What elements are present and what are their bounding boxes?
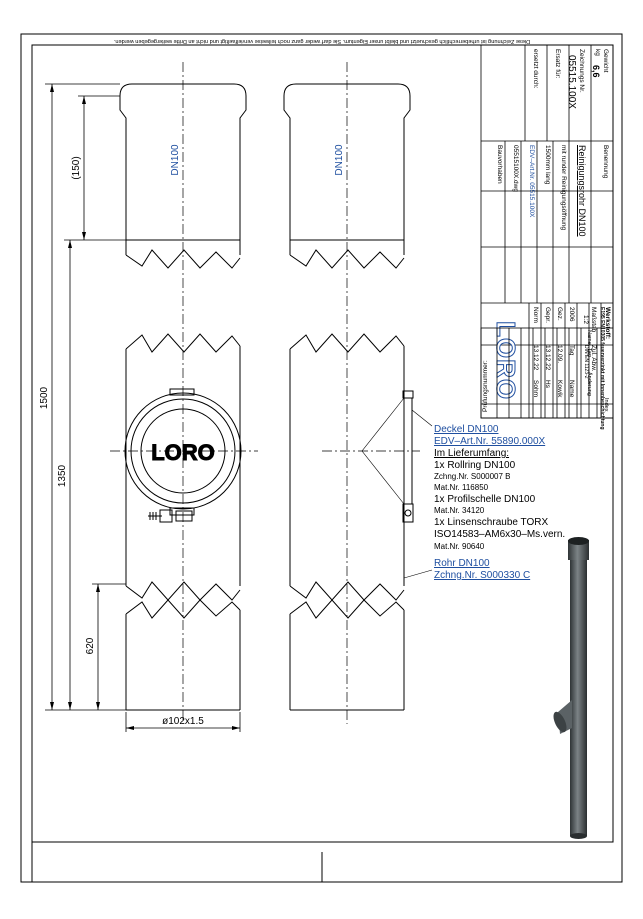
right-pipe-label: DN100 [334, 144, 345, 176]
gewicht-unit: kg [594, 49, 601, 56]
name-label: Name [568, 380, 575, 398]
title-block-text: Gewicht kg 6,6 Zeichnungs Nr. 05515.100X… [481, 45, 613, 430]
massstab-label: Maßstab [590, 307, 597, 333]
title-block-logo: LORO [491, 321, 522, 401]
row-name: Hs [544, 380, 551, 388]
row-role: Norm [532, 307, 539, 323]
pipe-3d-render [553, 537, 589, 839]
benennung-3: 1500mm lang [544, 145, 551, 185]
row-name: Sohm [532, 380, 539, 397]
callout-title: Deckel DN100 [434, 424, 499, 435]
left-pipe-label: DN100 [170, 144, 181, 176]
year: 2006 [568, 307, 575, 322]
callout-pipe-title: Rohr DN100 [434, 558, 490, 569]
aenderung-label: Änderung [586, 372, 592, 396]
index-label: Index [603, 398, 609, 412]
row-role: Gez. [556, 307, 563, 321]
copyright-notice: Diese Zeichnung ist urheberrechtlich ges… [113, 38, 530, 44]
drawing-frame [31, 44, 614, 843]
row-date: 13.12.22 [544, 345, 551, 371]
zeichnungs-nr-label: Zeichnungs Nr. [578, 49, 585, 93]
name-label-2: Name [586, 330, 592, 345]
callout-line: ISO14583–AM6x30–Ms.vern. [434, 529, 565, 540]
ersetzt-label: ersetzt durch: [532, 49, 539, 89]
callout-art-nr: EDV–Art.Nr. 55890.000X [434, 436, 546, 447]
zeichnungs-nr: 05515.100X [566, 55, 577, 109]
cover-logo: LORO [151, 440, 215, 465]
benennung-1: Reinigungsrohr DN100 [577, 145, 587, 237]
row-date: 13.12.22 [532, 345, 539, 371]
right-pipe-view [283, 83, 414, 711]
tag-label-2: Tag [586, 348, 592, 357]
massstab: 1:2 [582, 315, 589, 325]
callout-line: Zchng.Nr. S000007 B [434, 472, 511, 481]
gewicht-label: Gewicht [602, 49, 609, 73]
dim-total-length: 1500 [39, 386, 50, 409]
callout-line: 1x Linsenschraube TORX [434, 517, 548, 528]
callout-pipe-drawing: Zchng.Nr. S000330 C [434, 570, 530, 581]
bauvorhaben: Bauvorhaben [496, 145, 503, 184]
row-role: Gepr. [544, 307, 551, 323]
benennung-2: mit runder Reinigungsöffnung [560, 145, 567, 231]
row-name: Kowik [556, 380, 563, 398]
callout-line: 1x Rollring DN100 [434, 460, 516, 471]
callout-line: 1x Profilschelle DN100 [434, 494, 536, 505]
dim-1350: 1350 [57, 464, 68, 487]
dim-620: 620 [85, 637, 96, 654]
callout-scope-heading: Im Lieferumfang: [434, 448, 509, 459]
callout-line: Mat.Nr. 34120 [434, 506, 485, 515]
ersatz-label: Ersatz für: [554, 49, 561, 79]
row-date: 12.09. [556, 345, 563, 364]
pruefung-label: Prüfungsnummer: [482, 360, 489, 412]
dimension-lines [45, 83, 241, 732]
dim-socket: (150) [71, 156, 82, 179]
gewicht-value: 6,6 [591, 65, 601, 78]
edv-art-nr: EDV–Art.Nr. 05515.100X [528, 145, 535, 218]
callout-line: Mat.Nr. 90640 [434, 542, 485, 551]
file-name: 05515100X.dwg [512, 145, 519, 192]
callout-line: Mat.Nr. 116850 [434, 483, 489, 492]
dim-diameter: ø102x1.5 [162, 716, 204, 727]
tag-label: Tag [568, 345, 575, 356]
benennung-label: Benennung [602, 145, 609, 179]
callout: Deckel DN100 EDV–Art.Nr. 55890.000X Im L… [434, 424, 565, 581]
werkstoff-label: Werkstoff: [604, 307, 611, 340]
